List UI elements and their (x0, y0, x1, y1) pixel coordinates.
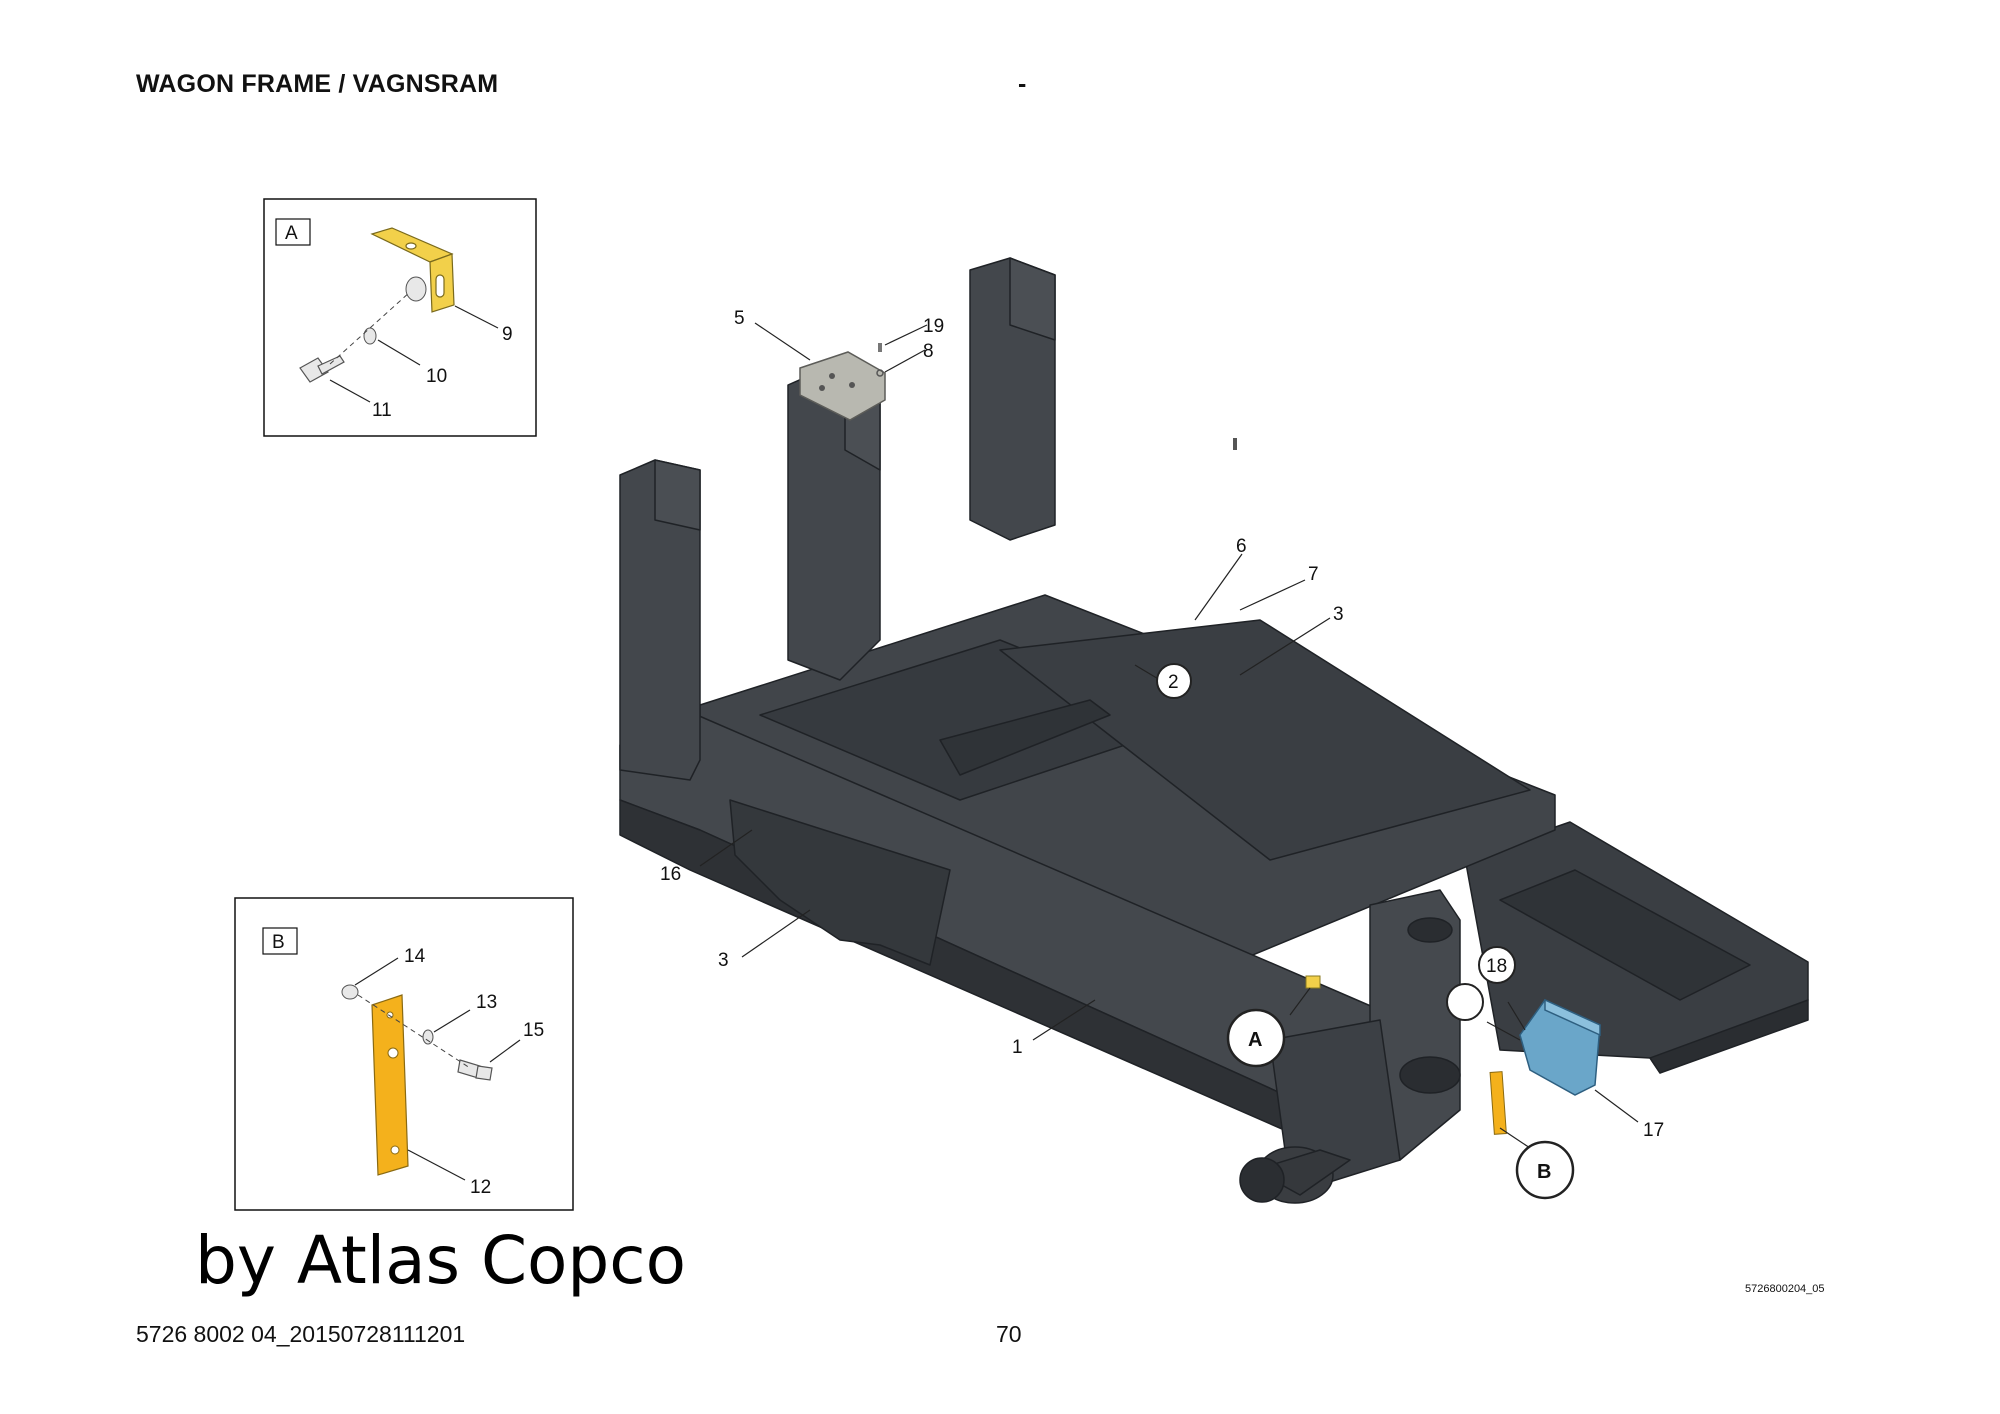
detail-b-part-13: 13 (476, 992, 497, 1013)
detail-a-part-9: 9 (502, 324, 513, 345)
detail-b-part-12: 12 (470, 1177, 491, 1198)
electrical-box (1519, 998, 1601, 1096)
wagon-frame (619, 257, 1809, 1204)
circled-callout-17: 18 (1478, 946, 1516, 984)
callout-8: 8 (923, 341, 934, 362)
svg-text:A: A (285, 223, 298, 244)
callout-19: 19 (923, 316, 944, 337)
drawing-reference: 5726800204_05 (1745, 1283, 1825, 1295)
callout-16: 17 (1643, 1120, 1664, 1141)
bolt-icon (457, 1059, 493, 1081)
washer-icon (363, 327, 377, 345)
callout-6: 7 (1308, 564, 1319, 585)
detail-b-part-14: 14 (404, 946, 426, 967)
circled-callout-18 (1446, 983, 1484, 1021)
nut-icon (405, 276, 427, 302)
loose-pin (1233, 438, 1237, 450)
page-title: WAGON FRAME / VAGNSRAM (136, 70, 499, 98)
callout-3-upper: 3 (1333, 604, 1344, 625)
bracket-icon (370, 227, 455, 313)
callout-3-lower: 3 (718, 950, 729, 971)
page-number: 70 (996, 1321, 1022, 1347)
svg-text:B: B (272, 932, 285, 953)
mounting-plate-main (1489, 1071, 1507, 1135)
svg-text:18: 18 (1486, 956, 1507, 977)
callout-7: 16 (660, 864, 681, 885)
washer-8 (876, 369, 884, 377)
callout-labels: 5 19 8 6 7 3 16 3 1 17 (660, 308, 1664, 1141)
bracket-main (1305, 975, 1321, 989)
head-plate (799, 351, 886, 421)
nut-icon (341, 984, 359, 1000)
washer-icon (422, 1029, 434, 1045)
leader-lines (699, 322, 1639, 1149)
marker-a: A (1226, 1008, 1286, 1068)
detail-a-part-11: 11 (372, 400, 392, 421)
header-dash: - (1018, 70, 1027, 98)
pin-19 (878, 343, 882, 352)
callout-1: 1 (1012, 1037, 1023, 1058)
watermark-text: by Atlas Copco (195, 1222, 686, 1299)
detail-a-box: A 9 10 11 (263, 198, 537, 437)
detail-b-box: B 14 13 15 12 (234, 897, 574, 1211)
marker-b: B (1515, 1140, 1575, 1200)
detail-a-part-10: 10 (426, 366, 447, 387)
detail-b-part-15: 15 (523, 1020, 544, 1041)
callout-4: 5 (734, 308, 745, 329)
svg-text:B: B (1537, 1161, 1551, 1183)
plate-icon (371, 994, 409, 1176)
bolt-icon (299, 355, 345, 383)
document-number: 5726 8002 04_20150728111201 (136, 1321, 466, 1347)
callout-5: 6 (1236, 536, 1247, 557)
svg-text:2: 2 (1168, 672, 1179, 693)
circled-callout-2: 2 (1156, 663, 1192, 699)
svg-text:A: A (1248, 1029, 1262, 1051)
